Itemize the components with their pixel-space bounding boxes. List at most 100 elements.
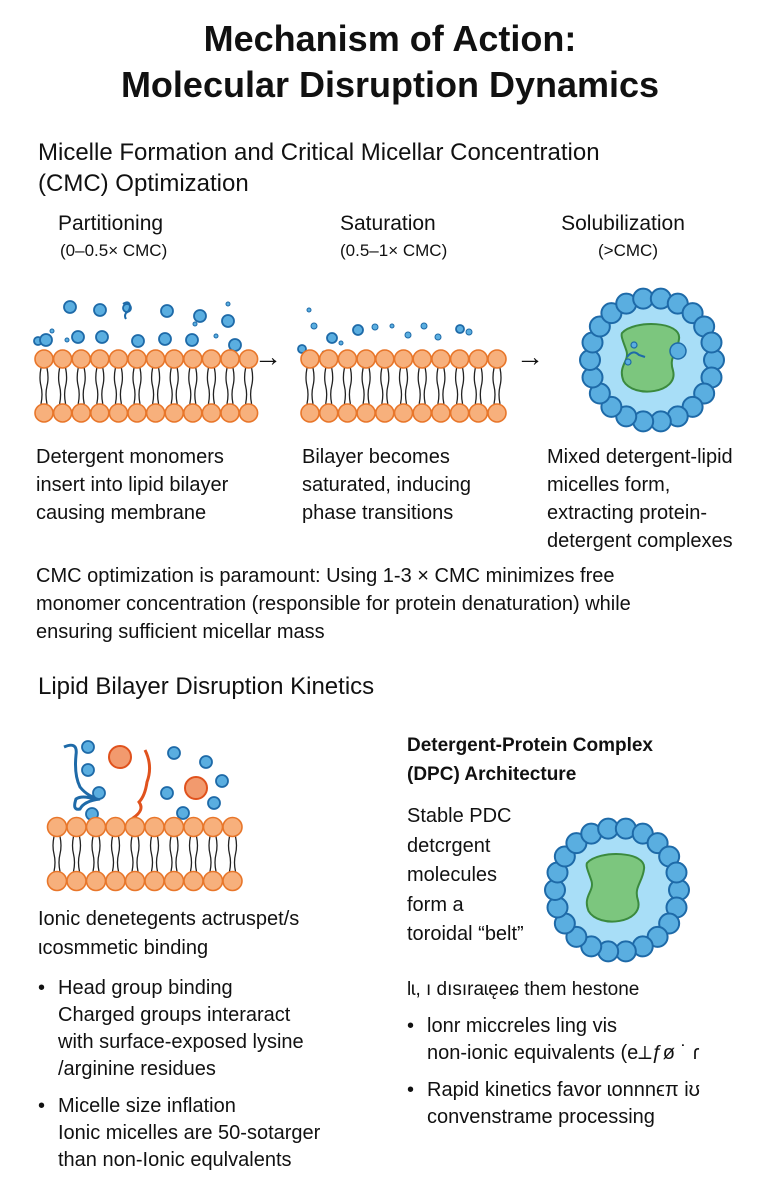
bullet-title: Micelle size inflation [58, 1095, 236, 1117]
desc-line: Bilayer becomes [302, 446, 450, 468]
detergent-monomer [160, 304, 174, 318]
lipid-tail [305, 367, 309, 405]
lipid-tail [130, 836, 134, 872]
lipid-head-top [201, 349, 222, 369]
desc-line: insert into lipid bilayer [36, 474, 229, 496]
detergent-monomer [371, 323, 379, 331]
lipid-tail [227, 836, 232, 872]
lipid-head-top [487, 349, 507, 369]
ionic-disruption-illustration [46, 740, 243, 892]
stage-name: Saturation [340, 212, 436, 235]
lipid-head-bottom [85, 870, 107, 892]
detergent-monomer [338, 340, 344, 346]
stage-range: (0.5–1× CMC) [340, 241, 448, 260]
page-title: Mechanism of Action: Molecular Disruptio… [0, 16, 780, 108]
lipid-head-top [127, 349, 147, 369]
detergent-monomer [92, 786, 106, 800]
lipid-head-top [145, 349, 166, 369]
desc-line: toroidal “belt” [407, 923, 524, 945]
stage-partitioning-description: Detergent monomers insert into lipid bil… [36, 443, 228, 527]
lipid-tail [479, 367, 483, 405]
lipid-tail [45, 367, 49, 405]
membrane-protein [585, 853, 646, 923]
lipid-head-top [202, 816, 224, 838]
stage-name: Partitioning [58, 212, 164, 235]
mixed-micelle-illustration [579, 287, 725, 433]
membrane-protein [620, 323, 681, 393]
lipid-head-bottom [222, 870, 243, 892]
detergent-monomer [63, 300, 77, 314]
lipid-head-bottom [52, 403, 73, 423]
detergent-monomer [213, 333, 219, 339]
lipid-head-top [300, 349, 320, 369]
lipid-head-top [66, 816, 87, 838]
lipid-tail [113, 367, 118, 405]
detergent-monomer [630, 341, 638, 349]
lipid-tail [194, 836, 199, 872]
ionic-detergent-chain [125, 749, 152, 826]
detergent-monomer [131, 334, 145, 348]
lipid-tail [243, 367, 248, 405]
detergent-monomer [176, 806, 190, 820]
lipid-head-bottom [393, 403, 414, 423]
dpc-micelle-illustration [544, 817, 690, 963]
lipid-head-bottom [108, 403, 129, 423]
detergent-monomer [207, 796, 221, 810]
lipid-head-top [222, 816, 243, 838]
dpc-heading-line: Detergent-Protein Complex [407, 735, 653, 756]
dpc-heading: Detergent-Protein Complex (DPC) Architec… [407, 731, 653, 789]
lipid-head-bottom [318, 403, 339, 423]
lipid-head-top [46, 816, 68, 838]
lipid-tail [454, 367, 459, 405]
lipid-tail [82, 367, 86, 405]
detergent-monomer [81, 763, 95, 777]
detergent-monomer [215, 774, 229, 788]
detergent-monomer [306, 307, 312, 313]
detergent-monomer [465, 328, 473, 336]
lipid-head-top [105, 816, 126, 838]
lipid-head-top [431, 349, 451, 369]
desc-line: molecules [407, 864, 498, 886]
lipid-tail [231, 367, 235, 405]
lipid-head-top [71, 349, 92, 369]
lipid-tail [492, 367, 496, 405]
lipid-tail [39, 367, 43, 405]
detergent-monomer [158, 332, 172, 346]
stage-range: (>CMC) [598, 241, 658, 260]
detergent-monomer [93, 303, 107, 317]
lipid-tail [71, 836, 76, 872]
lipid-tail [138, 367, 142, 405]
lipid-tail [208, 836, 212, 872]
lipid-head-bottom [124, 870, 146, 892]
detergent-monomer [297, 344, 307, 354]
detergent-monomer [185, 333, 199, 347]
lipid-head-top [412, 349, 432, 369]
lipid-head-bottom [66, 870, 87, 892]
detergent-monomer [199, 755, 213, 769]
detergent-belt-bead [700, 331, 723, 354]
detergent-monomer [389, 323, 395, 329]
lipid-head-top [124, 816, 146, 838]
lipid-tail [417, 367, 421, 405]
bullet-title: Head group binding [58, 977, 233, 999]
lipid-tail [101, 367, 105, 405]
detergent-monomer [669, 342, 687, 360]
lipid-tail [76, 367, 80, 405]
title-line-2: Molecular Disruption Dynamics [120, 64, 660, 105]
lipid-head-bottom [202, 870, 224, 892]
lipid-tail [110, 836, 115, 872]
lipid-tail [116, 836, 121, 872]
detergent-belt-bead [665, 861, 688, 884]
desc-line: detcrgent [407, 834, 491, 857]
detergent-monomer [352, 324, 364, 336]
lipid-tail [97, 836, 101, 872]
lipid-tail [380, 367, 384, 405]
lipid-tail [63, 367, 68, 405]
partitioning-illustration [33, 300, 259, 423]
lipid-head-bottom [164, 403, 184, 423]
section-heading-line-1: Micelle Formation and Critical Micellar … [38, 139, 600, 166]
detergent-monomer [221, 314, 235, 328]
detergent-monomer [225, 301, 231, 307]
dpc-description: Stable PDC detcrgent molecules form a to… [407, 802, 524, 950]
lipid-head-bottom [449, 403, 470, 423]
